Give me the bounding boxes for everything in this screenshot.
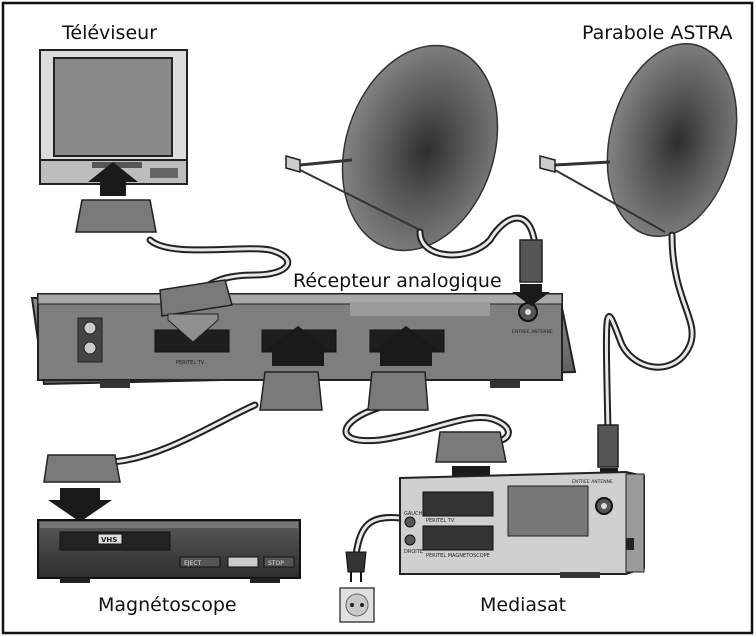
cables [106, 214, 696, 559]
satellite-dish-right [539, 42, 738, 238]
arrow-down-antenna-receiver [512, 284, 550, 306]
receiver-antenna-label: ENTREE ANTENNE [512, 329, 553, 335]
wall-outlet [339, 587, 375, 623]
vcr-label: Magnétoscope [98, 594, 237, 616]
mediasat-antenna-label: ENTREE ANTENNE [572, 479, 613, 485]
arrow-up-receiver-2 [370, 326, 442, 366]
vcr-eject-label: EJECT [184, 560, 202, 567]
power-plug [345, 551, 367, 582]
vcr-logo: VHS [101, 536, 117, 544]
arrow-up-tv [88, 162, 138, 196]
mediasat-box: GAUCHE DROITE PERITEL TV PERITEL MAGNETO… [399, 470, 645, 578]
satellite-dish-left [285, 44, 499, 252]
mediasat-gauche-label: GAUCHE [404, 511, 425, 517]
receiver-label: Récepteur analogique [293, 270, 502, 292]
arrow-up-receiver-1 [262, 326, 334, 366]
vcr: VHS EJECT STOP [37, 519, 301, 583]
arrow-down-receiver-tv [167, 313, 219, 343]
mediasat-peritel-tv-label: PERITEL TV [426, 518, 455, 524]
mediasat-droite-label: DROITE [404, 549, 423, 555]
mediasat-label: Mediasat [480, 594, 567, 616]
tv-label: Téléviseur [62, 22, 157, 44]
vcr-stop-label: STOP [268, 560, 284, 567]
arrow-down-vcr [48, 488, 112, 522]
mediasat-peritel-vcr-label: PERITEL MAGNETOSCOPE [426, 553, 490, 559]
antenna-plugs [519, 239, 619, 468]
receiver-peritel-tv-label: PERITEL TV [176, 360, 205, 366]
scart-plugs [43, 199, 507, 483]
dish-label: Parabole ASTRA [582, 22, 733, 44]
